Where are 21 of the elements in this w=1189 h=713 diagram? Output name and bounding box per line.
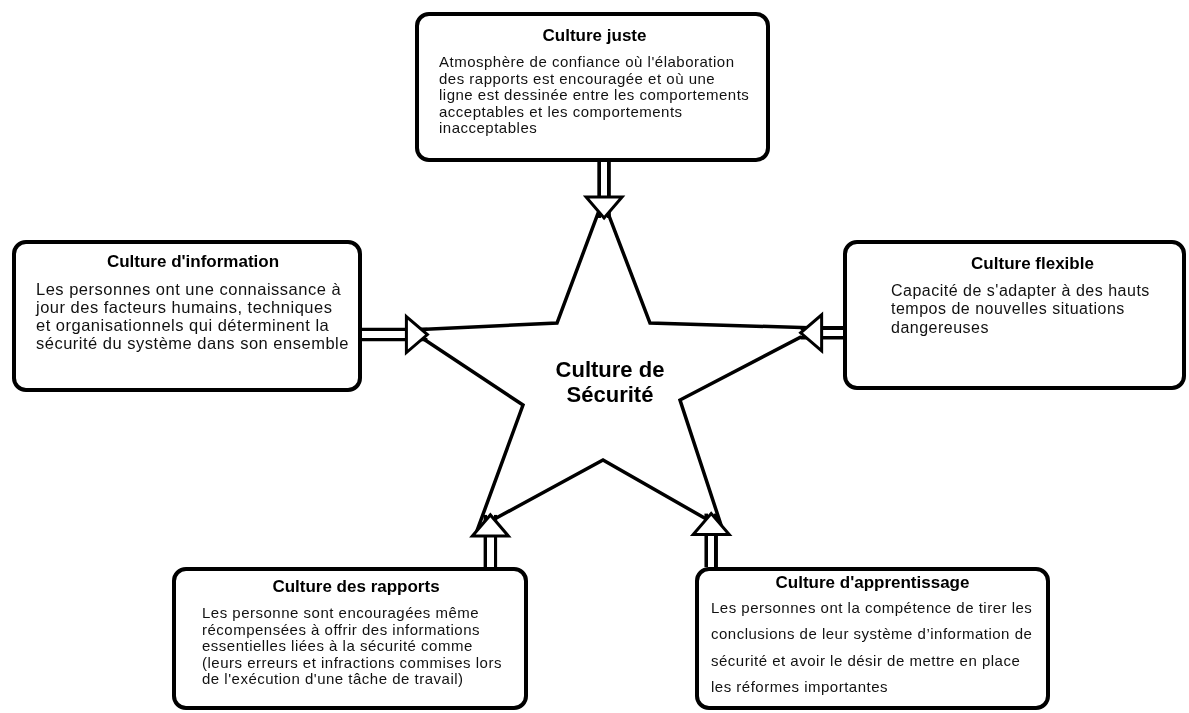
box-title: Culture d'apprentissage — [774, 573, 971, 593]
box-title: Culture flexible — [970, 254, 1095, 274]
box-description: Les personnes ont la compétence de tirer les conclusions de leur système d’information de sécurité et avoir le désir de mettre en place les réformes importantes — [711, 598, 1034, 697]
box-title: Culture juste — [541, 26, 648, 46]
hollow-arrow — [362, 315, 429, 355]
box-description: Les personnes ont une connaissance à jour des facteurs humains, techniques et organisationnels qui déterminent la sécurité du système dans son ensemble — [36, 280, 350, 353]
box-title: Culture des rapports — [271, 577, 441, 597]
box-description: Capacité de s'adapter à des hauts tempos de nouvelles situations dangereuses — [891, 282, 1151, 338]
rounded-box — [415, 12, 770, 162]
box-title: Culture d'information — [105, 252, 281, 272]
rounded-box — [172, 567, 528, 710]
hollow-arrow — [470, 513, 510, 567]
star-label: Culture de Sécurité — [554, 357, 666, 408]
box-description: Atmosphère de confiance où l'élaboration des rapports est encouragée et où une ligne est dessinée entre les comportements acceptables et les comportements inacceptables — [439, 54, 750, 137]
hollow-arrow — [584, 162, 624, 220]
hollow-arrow — [799, 313, 843, 353]
rounded-box — [12, 240, 362, 392]
rounded-box — [695, 567, 1050, 710]
box-description: Les personne sont encouragées même récompensées à offrir des informations essentielles liées à la sécurité comme (leurs erreurs et infractions commises lors de l'exécution d'une tâche de travail) — [202, 605, 503, 688]
rounded-box — [843, 240, 1186, 390]
hollow-arrow — [691, 512, 731, 567]
